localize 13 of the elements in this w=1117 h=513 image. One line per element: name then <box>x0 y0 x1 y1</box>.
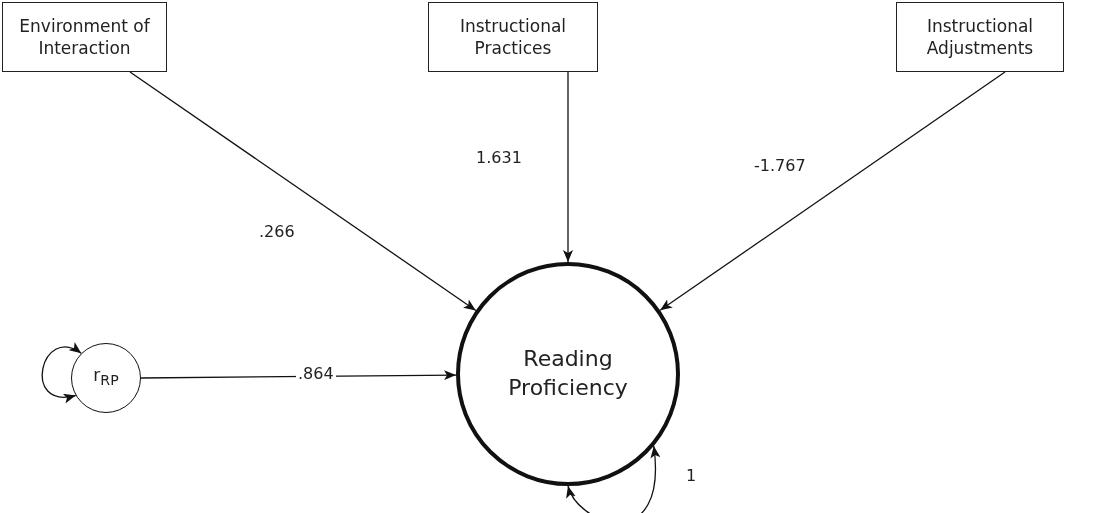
node-label: Instructional Practices <box>458 15 568 59</box>
arrow <box>129 71 477 312</box>
node-label: Environment of Interaction <box>18 15 151 59</box>
arrow <box>659 71 1006 311</box>
arrow <box>567 445 660 513</box>
variable-box <box>896 2 1064 72</box>
node-label: r$_{RP}$ <box>93 364 119 391</box>
node-label: Reading Proficiency <box>507 345 629 402</box>
arrow <box>41 343 82 403</box>
variable-box <box>428 2 598 72</box>
arrow <box>563 71 573 263</box>
variable-box <box>2 2 167 72</box>
node-label: Instructional Adjustments <box>925 15 1035 59</box>
